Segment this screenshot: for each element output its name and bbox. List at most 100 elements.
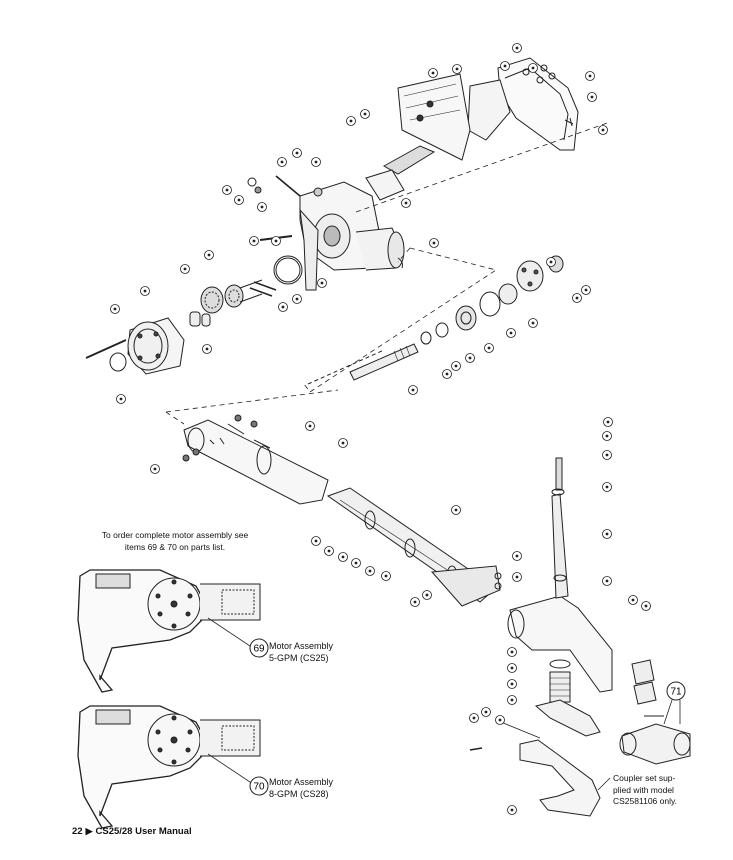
part-callout-dot (515, 46, 519, 50)
part-callout-dot (207, 253, 211, 257)
part-callout-dot (341, 441, 345, 445)
page-footer: 22▶CS25/28 User Manual (72, 826, 192, 837)
order-note: To order complete motor assembly see ite… (70, 529, 280, 553)
part-callout-dot (644, 604, 648, 608)
part-callout-dot (205, 347, 209, 351)
part-callout-dot (384, 574, 388, 578)
callout-69-text: 69 (253, 644, 265, 655)
part-callout-dot (183, 267, 187, 271)
coupler-note-line2: plied with model (613, 784, 674, 795)
part-callout-dot (143, 289, 147, 293)
part-callout-dot (252, 239, 256, 243)
bearing-stack (420, 255, 564, 345)
manual-title: CS25/28 User Manual (95, 826, 192, 837)
part-callout-dot (280, 160, 284, 164)
part-callout-dot (274, 239, 278, 243)
part-callout-dot (425, 593, 429, 597)
part-callout-dot (411, 388, 415, 392)
part-callout-dot (445, 372, 449, 376)
part-callout-dot (432, 241, 436, 245)
part-callout-dot (260, 205, 264, 209)
part-callout-dot (468, 356, 472, 360)
part-callout-dot (487, 346, 491, 350)
part-callout-dot (295, 151, 299, 155)
part-callout-dot (472, 716, 476, 720)
part-callout-dot (503, 64, 507, 68)
handle-bracket (469, 457, 613, 817)
assembly-spec: 5-GPM (CS25) (269, 653, 329, 663)
motor-assembly-70-label: Motor Assembly 8-GPM (CS28) (269, 776, 333, 800)
part-callout-dot (605, 453, 609, 457)
part-callout-dot (510, 698, 514, 702)
part-callout-dot (454, 364, 458, 368)
part-callout-dot (605, 532, 609, 536)
part-callout-dot (455, 67, 459, 71)
part-callout-dot (510, 682, 514, 686)
coupler-note: Coupler set sup- plied with model CS2581… (613, 773, 677, 808)
part-callout-dot (314, 539, 318, 543)
part-callout-dot (431, 71, 435, 75)
part-callout-dot (237, 198, 241, 202)
part-number-bubbles (110, 43, 651, 815)
part-callout-dot (153, 467, 157, 471)
part-callout-dot (510, 666, 514, 670)
part-callout-dot (404, 201, 408, 205)
part-callout-dot (575, 296, 579, 300)
part-callout-dot (413, 600, 417, 604)
motor-end-cap (85, 317, 185, 375)
part-callout-dot (605, 434, 609, 438)
coupler-set (619, 659, 691, 765)
callout-bubble-70 (249, 776, 269, 796)
motor-housing (247, 169, 405, 297)
motor-assembly-69-illustration (77, 569, 261, 693)
part-callout-dot (601, 128, 605, 132)
part-callout-dot (606, 420, 610, 424)
part-callout-dot (531, 66, 535, 70)
arrow-icon: ▶ (85, 826, 93, 836)
part-callout-dot (349, 119, 353, 123)
part-callout-dot (549, 260, 553, 264)
part-callout-dot (454, 508, 458, 512)
part-callout-dot (631, 598, 635, 602)
part-callout-dot (320, 281, 324, 285)
gear-set (189, 279, 263, 327)
part-callout-dot (308, 424, 312, 428)
part-callout-dot (498, 718, 502, 722)
part-callout-dot (515, 575, 519, 579)
part-callout-dot (484, 710, 488, 714)
coupler-note-line3: CS2581106 only. (613, 796, 677, 806)
part-callout-dot (341, 555, 345, 559)
callout-71-text: 71 (670, 687, 682, 698)
arm-tube (182, 414, 329, 505)
drive-shaft (307, 343, 419, 385)
part-callout-dot (531, 321, 535, 325)
part-callout-dot (588, 74, 592, 78)
part-callout-dot (515, 554, 519, 558)
part-callout-dot (509, 331, 513, 335)
assembly-name: Motor Assembly (269, 777, 334, 787)
part-callout-dot (363, 112, 367, 116)
blade-guard-assembly (382, 57, 579, 175)
callout-bubble-71 (663, 681, 686, 725)
part-callout-dot (314, 160, 318, 164)
part-callout-dot (295, 297, 299, 301)
part-callout-dot (327, 549, 331, 553)
part-callout-dot (119, 397, 123, 401)
coupler-note-line1: Coupler set sup- (613, 773, 676, 783)
callout-bubble-69 (249, 638, 269, 658)
part-callout-dot (368, 569, 372, 573)
assembly-spec: 8-GPM (CS28) (269, 789, 329, 799)
part-callout-dot (590, 95, 594, 99)
order-note-line2: items 69 & 70 on parts list. (124, 542, 226, 552)
callout-70-text: 70 (253, 782, 265, 793)
part-callout-dot (354, 561, 358, 565)
part-callout-dot (510, 808, 514, 812)
part-callout-dot (113, 307, 117, 311)
part-callout-dot (584, 288, 588, 292)
part-callout-dot (510, 650, 514, 654)
inner-shaft (326, 487, 502, 607)
order-note-line1: To order complete motor assembly see (101, 530, 249, 540)
part-callout-dot (605, 485, 609, 489)
page-number: 22 (72, 826, 83, 837)
